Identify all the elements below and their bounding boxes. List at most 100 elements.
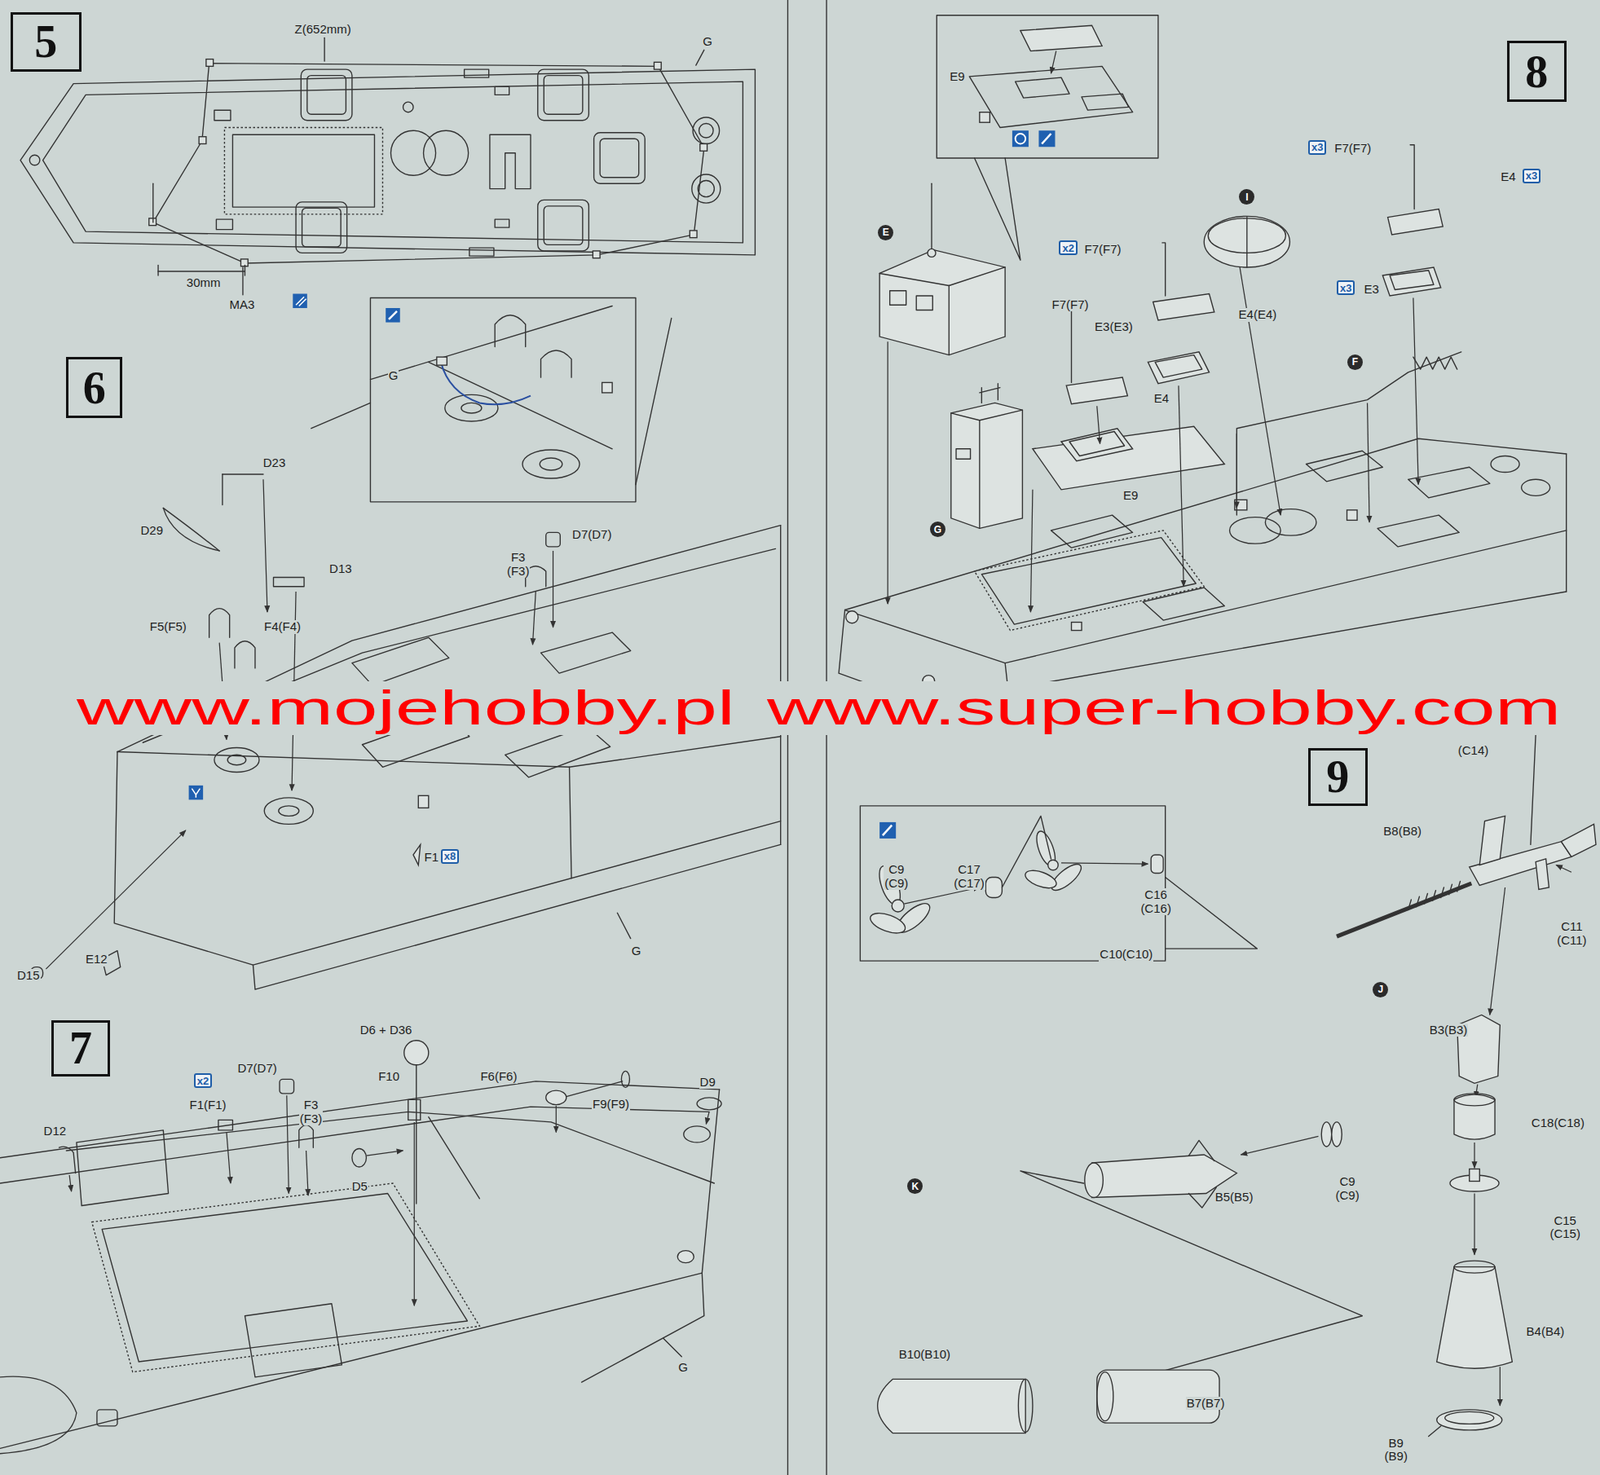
hull-top-view xyxy=(43,81,744,243)
quantity-text: x2 xyxy=(1062,242,1074,254)
hull-bow-view xyxy=(76,1130,169,1207)
part-label: D23 xyxy=(262,456,287,471)
hull-deck-view xyxy=(1305,450,1383,482)
hull-top-view xyxy=(543,75,583,115)
superstructure-parts xyxy=(930,183,932,252)
hull-top-view xyxy=(323,37,325,62)
superstructure-parts xyxy=(1410,145,1415,210)
step-number-box: 5 xyxy=(10,12,83,72)
hull-deck-view xyxy=(1490,456,1520,473)
hull-stern-view xyxy=(278,806,300,817)
hull-top-view xyxy=(494,86,510,95)
part-label: B10(B10) xyxy=(898,1348,952,1362)
detail-inset xyxy=(1041,133,1051,145)
hull-top-view xyxy=(307,75,347,115)
hull-top-view xyxy=(464,69,490,78)
propeller-inset xyxy=(1061,863,1148,864)
hull-stern-view xyxy=(552,550,554,628)
superstructure-parts xyxy=(1066,377,1128,405)
part-label: C16 (C16) xyxy=(1139,888,1173,916)
hull-deck-view xyxy=(838,438,1567,704)
detail-inset xyxy=(1015,77,1070,98)
part-group-marker: K xyxy=(907,1178,923,1195)
detail-inset xyxy=(311,402,371,428)
hull-stern-view xyxy=(209,608,230,639)
superstructure-parts xyxy=(956,449,971,460)
superstructure-parts xyxy=(1097,405,1101,444)
machine-gun-parts xyxy=(1560,824,1596,857)
detail-inset xyxy=(522,449,580,479)
hull-deck-view xyxy=(1071,622,1083,631)
propeller-inset xyxy=(985,877,1002,898)
hull-stern-view xyxy=(617,912,631,939)
hull-top-view xyxy=(692,117,720,145)
hull-bow-view xyxy=(244,1304,342,1378)
hull-top-view xyxy=(295,296,307,306)
detail-inset xyxy=(494,315,526,348)
hull-deck-view xyxy=(974,530,1205,631)
propeller-inset xyxy=(859,806,1257,961)
part-label: C9 (C9) xyxy=(883,863,909,891)
page-border xyxy=(825,0,827,1475)
hull-bow-view xyxy=(408,1099,421,1120)
hull-top-view xyxy=(198,136,207,145)
hull-top-view xyxy=(214,110,231,121)
hull-top-view xyxy=(692,174,721,203)
hull-bow-view xyxy=(621,1071,630,1088)
hull-deck-view xyxy=(1408,467,1490,499)
superstructure-parts xyxy=(979,409,1023,421)
depth-charge-parts xyxy=(1018,1379,1033,1433)
hull-stern-view xyxy=(569,766,573,878)
detail-inset xyxy=(428,361,613,449)
part-group-letter: J xyxy=(1377,984,1384,995)
hull-stern-view xyxy=(541,632,631,674)
propeller-inset xyxy=(891,899,904,913)
machine-gun-parts xyxy=(1336,883,1472,937)
hull-top-view xyxy=(699,123,715,138)
hull-top-view xyxy=(244,264,246,276)
hull-bow-view xyxy=(299,1125,314,1149)
superstructure-parts xyxy=(1389,270,1434,291)
part-label: C10(C10) xyxy=(1098,947,1154,962)
superstructure-parts xyxy=(951,402,1023,529)
part-label: C18(C18) xyxy=(1530,1116,1586,1131)
hull-stern-view xyxy=(413,844,421,865)
part-group-marker: I xyxy=(1238,189,1255,205)
superstructure-parts xyxy=(1236,352,1461,516)
machine-gun-parts xyxy=(1469,1168,1481,1182)
hull-stern-view xyxy=(30,474,781,990)
superstructure-parts xyxy=(1367,402,1371,522)
superstructure-parts xyxy=(1030,489,1033,613)
hull-deck-view xyxy=(845,530,1567,664)
hull-deck-view xyxy=(1521,479,1551,496)
superstructure-parts xyxy=(1067,306,1072,384)
hull-top-view xyxy=(153,63,705,264)
part-label: G xyxy=(677,1361,689,1376)
part-label: D15 xyxy=(16,969,41,983)
superstructure-parts xyxy=(1032,426,1225,490)
propeller-inset xyxy=(859,806,1165,961)
part-label: C15 (C15) xyxy=(1548,1214,1582,1242)
part-label: D7(D7) xyxy=(236,1062,278,1076)
part-label: F3 (F3) xyxy=(506,550,530,578)
detail-inset xyxy=(602,382,613,393)
superstructure-parts xyxy=(916,295,933,311)
depth-charge-parts xyxy=(1240,1136,1318,1155)
depth-charge-parts xyxy=(1020,1171,1362,1388)
hull-bow-view xyxy=(415,1065,417,1204)
part-label: B5(B5) xyxy=(1214,1190,1255,1205)
propeller-inset xyxy=(1047,859,1085,895)
hull-bow-view xyxy=(226,1132,231,1184)
part-group-letter: I xyxy=(1245,192,1248,203)
part-label: B7(B7) xyxy=(1185,1397,1226,1411)
quantity-icon: x3 xyxy=(1308,140,1327,155)
hull-top-view xyxy=(403,101,415,113)
page-border xyxy=(787,0,789,1475)
hull-deck-view xyxy=(1050,515,1133,548)
propeller-inset xyxy=(1001,815,1051,888)
hull-stern-view xyxy=(114,752,781,966)
part-label: E3(E3) xyxy=(1093,320,1134,335)
part-label: D9 xyxy=(699,1075,717,1090)
part-label: B8(B8) xyxy=(1382,824,1423,839)
